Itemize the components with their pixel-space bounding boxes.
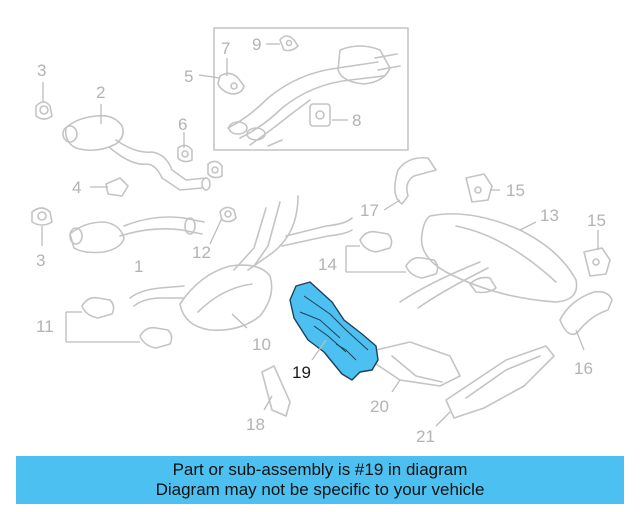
callout-6: 6: [178, 115, 187, 134]
part-20-shield: [375, 341, 461, 387]
callout-16: 16: [574, 359, 593, 378]
info-banner: Part or sub-assembly is #19 in diagram D…: [16, 456, 624, 504]
part-1-front-pipe: [69, 216, 205, 254]
callout-10: 10: [252, 335, 271, 354]
part-15-hanger-right: [583, 247, 611, 277]
callout-14: 14: [318, 255, 337, 274]
banner-line-1: Part or sub-assembly is #19 in diagram: [172, 460, 468, 479]
part-12-hanger: [219, 206, 237, 223]
callout-18: 18: [246, 415, 265, 434]
banner-line-2: Diagram may not be specific to your vehi…: [155, 480, 485, 499]
callout-13: 13: [540, 206, 559, 225]
callout-8: 8: [352, 111, 361, 130]
leader-lines: [41, 43, 599, 427]
callout-17: 17: [360, 201, 379, 220]
part-5-front-pipe: [227, 45, 401, 147]
callout-19: 19: [292, 363, 311, 382]
callout-12: 12: [192, 243, 211, 262]
callout-9: 9: [252, 35, 261, 54]
callout-1: 1: [134, 257, 143, 276]
part-3-gasket-bottom: [31, 207, 53, 226]
inset-box: [213, 27, 409, 151]
callout-5: 5: [184, 67, 193, 86]
part-9-bracket: [279, 35, 299, 52]
callout-21: 21: [416, 427, 435, 446]
part-16-tailpipe: [559, 290, 613, 336]
callout-20: 20: [370, 397, 389, 416]
part-19-heat-shield-highlighted: [289, 281, 379, 381]
part-11-clamps: [81, 296, 173, 349]
part-3-gasket-top: [35, 101, 53, 120]
callout-3-top: 3: [37, 61, 46, 80]
part-15-hanger-top: [465, 173, 493, 203]
exhaust-parts-diagram: 3 2 7 9 5 8 6 4 3 1 12 11 10 17 15 13 15…: [31, 27, 613, 446]
callout-2: 2: [96, 83, 105, 102]
callout-11: 11: [36, 317, 54, 336]
part-10-center-pipe: [129, 195, 353, 332]
part-2-converter: [62, 114, 211, 191]
callout-4: 4: [72, 178, 81, 197]
callout-15-top: 15: [506, 181, 525, 200]
callout-7: 7: [221, 39, 230, 58]
part-7-bracket: [217, 72, 245, 95]
part-4-bracket: [105, 177, 129, 197]
part-13-muffler: [399, 213, 578, 309]
part-8-mount: [309, 103, 331, 127]
part-21-shield: [445, 345, 555, 419]
callout-15-right: 15: [587, 211, 606, 230]
part-17-pipe: [394, 156, 437, 205]
part-6-gaskets: [177, 144, 223, 179]
callout-3-bottom: 3: [36, 251, 45, 270]
part-18-shield: [261, 365, 291, 417]
